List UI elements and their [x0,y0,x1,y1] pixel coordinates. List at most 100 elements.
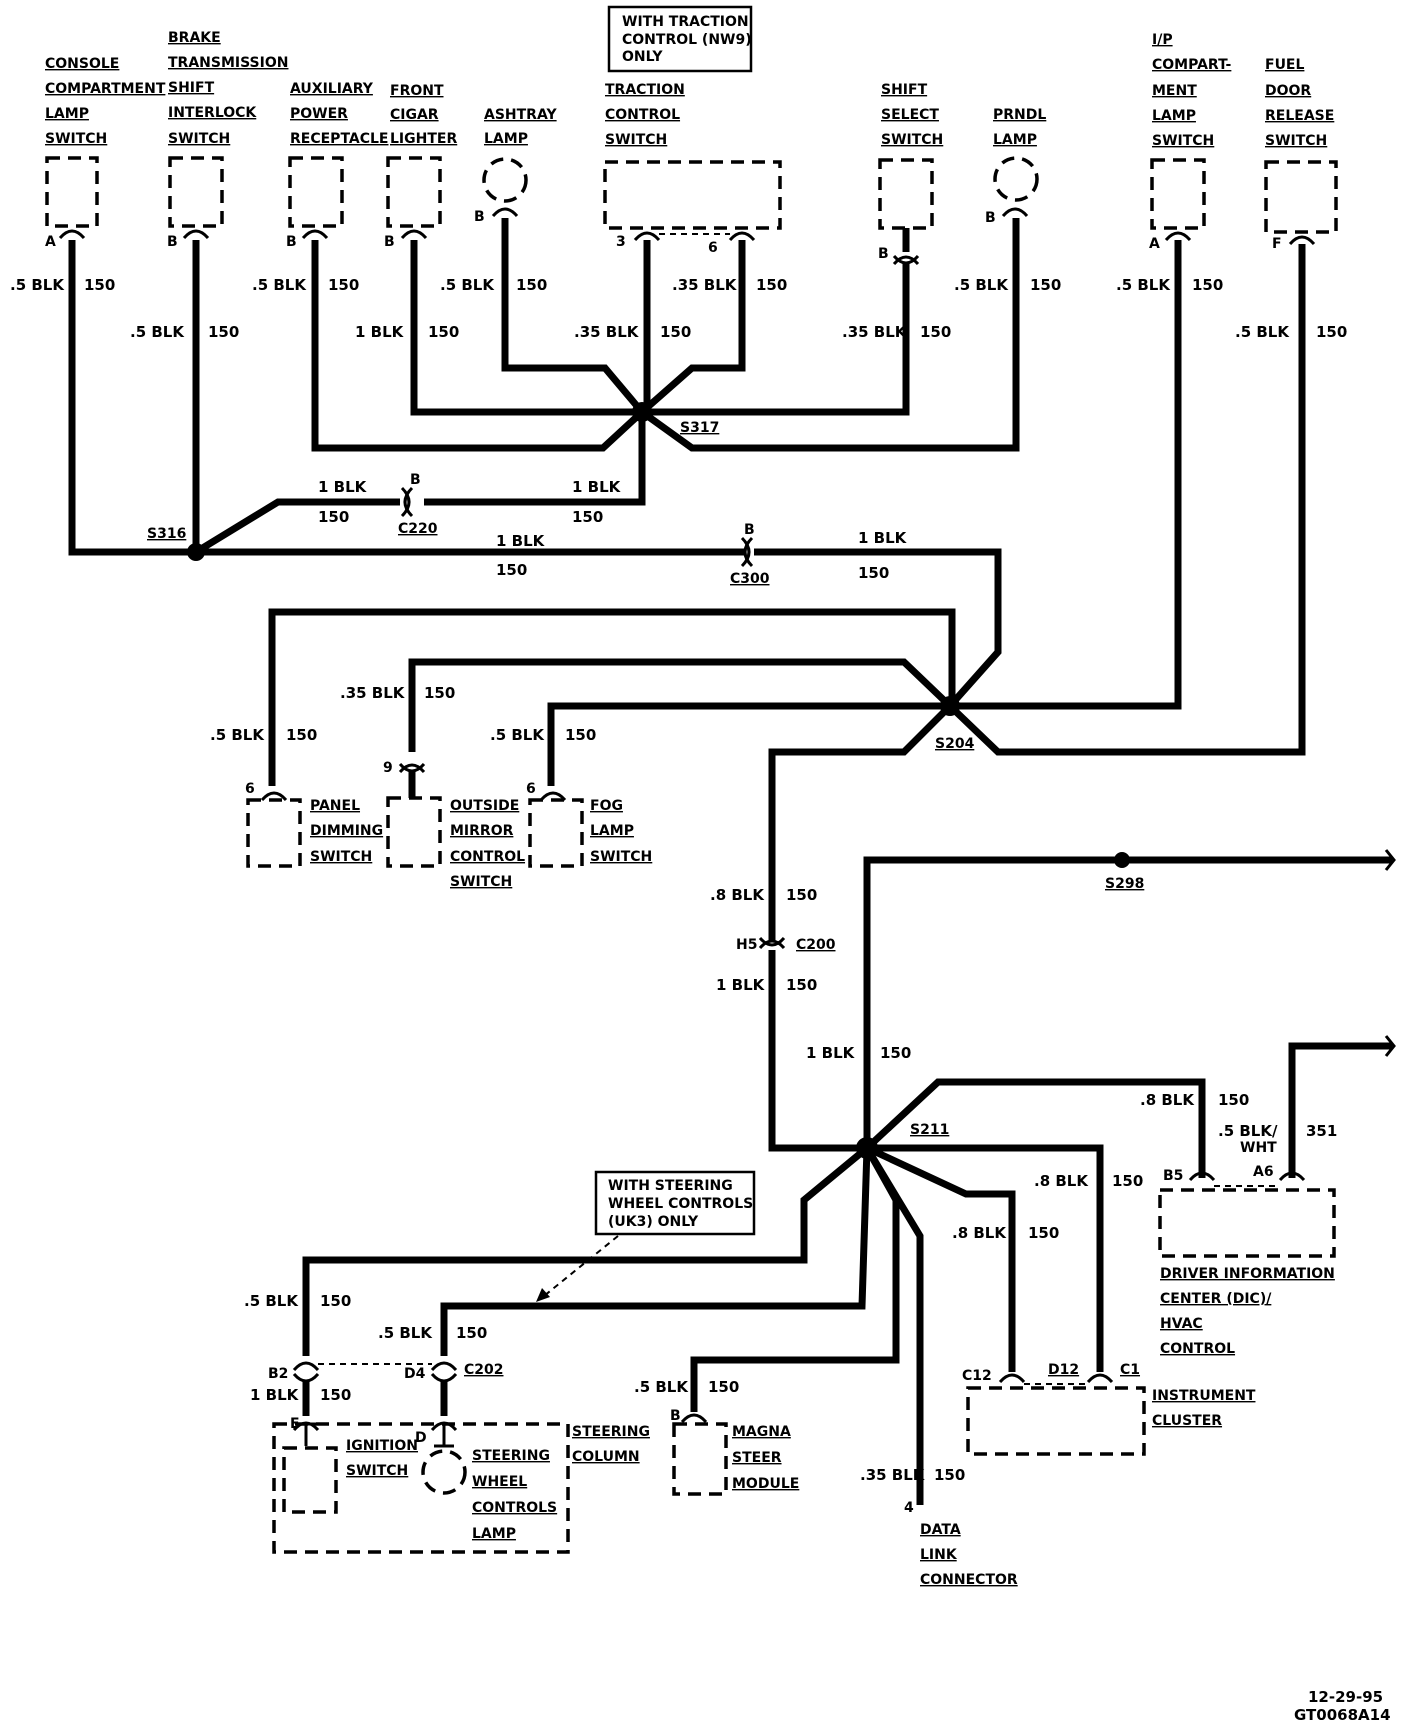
steering-controls-note: WITH STEERING WHEEL CONTROLS (UK3) ONLY [536,1170,756,1302]
svg-text:I/P: I/P [1152,32,1173,48]
data-link-connector: 4 DATA LINK CONNECTOR [904,1500,1018,1588]
svg-text:STEER: STEER [732,1450,782,1466]
svg-text:150: 150 [660,323,691,341]
svg-text:OUTSIDE: OUTSIDE [450,798,519,814]
svg-text:D4: D4 [404,1366,426,1382]
traction-control-switch: 3 6 [603,160,782,256]
prndl-lamp-label: PRNDL LAMP [993,107,1046,148]
svg-text:1 BLK: 1 BLK [806,1044,856,1062]
svg-text:150: 150 [565,726,596,744]
wire-shift-select-to-s317: .35 BLK 150 [642,264,951,416]
svg-text:H5: H5 [736,937,757,953]
shift-select-switch: B [878,158,934,266]
svg-text:LAMP: LAMP [1152,108,1196,124]
svg-text:150: 150 [708,1378,739,1396]
svg-text:INTERLOCK: INTERLOCK [168,105,257,121]
svg-text:CONNECTOR: CONNECTOR [920,1572,1018,1588]
svg-text:S211: S211 [910,1122,949,1138]
wire-tcs-pin3-to-s317: .35 BLK 150 [574,240,691,412]
auxiliary-power-receptacle-label: AUXILIARY POWER RECEPTACLE [290,81,389,147]
svg-text:.5 BLK: .5 BLK [954,276,1009,294]
svg-text:C12: C12 [962,1368,992,1384]
svg-text:WHEEL CONTROLS: WHEEL CONTROLS [608,1196,753,1212]
svg-text:3: 3 [616,234,626,250]
svg-text:.5 BLK: .5 BLK [252,276,307,294]
svg-text:150: 150 [756,276,787,294]
svg-text:FRONT: FRONT [390,83,444,99]
svg-text:C200: C200 [796,937,836,953]
svg-text:150: 150 [1192,276,1223,294]
svg-text:SWITCH: SWITCH [1152,133,1214,149]
svg-text:DIMMING: DIMMING [310,823,383,839]
svg-text:CONTROL: CONTROL [1160,1341,1235,1357]
svg-text:150: 150 [880,1044,911,1062]
bts-interlock-switch: B [167,156,224,250]
svg-text:.5 BLK: .5 BLK [490,726,545,744]
svg-text:CONTROL: CONTROL [450,849,525,865]
svg-text:.35 BLK: .35 BLK [842,323,908,341]
svg-text:C220: C220 [398,521,438,537]
svg-text:6: 6 [526,781,536,797]
outside-mirror-control-switch: 9 OUTSIDE MIRROR CONTROL SWITCH [383,760,525,890]
svg-text:SWITCH: SWITCH [590,849,652,865]
svg-text:LIGHTER: LIGHTER [390,131,457,147]
svg-text:LAMP: LAMP [472,1526,516,1542]
svg-text:A: A [1149,236,1160,252]
svg-text:150: 150 [786,976,817,994]
svg-text:HVAC: HVAC [1160,1316,1203,1332]
svg-text:CENTER (DIC)/: CENTER (DIC)/ [1160,1291,1272,1307]
svg-text:150: 150 [786,886,817,904]
svg-text:E: E [290,1416,300,1432]
svg-text:.8 BLK: .8 BLK [1034,1172,1089,1190]
wire-c200-to-s211: 1 BLK 150 [716,950,867,1152]
svg-text:F: F [1272,236,1282,252]
svg-text:SWITCH: SWITCH [346,1463,408,1479]
svg-text:B: B [985,210,996,226]
wire-console-to-s316: .5 BLK 150 [10,240,195,556]
svg-text:12-29-95: 12-29-95 [1308,1688,1383,1706]
splice-s211: S211 [856,1122,949,1159]
splice-s204: S204 [935,696,975,752]
wire-c300-to-s204: 1 BLK 150 [754,529,1002,709]
svg-text:4: 4 [904,1500,914,1516]
shift-select-switch-label: SHIFT SELECT SWITCH [881,82,943,148]
wire-dimming-to-s204: .5 BLK 150 [210,608,956,786]
wire-mirror-to-s204: .35 BLK 150 [340,658,953,752]
svg-text:COMPARTMENT: COMPARTMENT [45,81,166,97]
prndl-lamp: B [985,156,1039,226]
svg-text:A: A [45,234,56,250]
ashtray-lamp: B [474,157,528,225]
svg-text:A6: A6 [1253,1164,1274,1180]
svg-text:COLUMN: COLUMN [572,1449,640,1465]
svg-text:150: 150 [286,726,317,744]
steering-wheel-controls-lamp: D STEERING WHEEL CONTROLS LAMP [415,1421,557,1542]
svg-text:.8 BLK: .8 BLK [710,886,765,904]
svg-text:1 BLK: 1 BLK [250,1386,300,1404]
svg-text:.35 BLK: .35 BLK [672,276,738,294]
svg-text:DRIVER INFORMATION: DRIVER INFORMATION [1160,1266,1335,1282]
wire-ashtray-to-s317: .5 BLK 150 [440,218,645,415]
svg-text:SWITCH: SWITCH [310,849,372,865]
svg-text:6: 6 [245,781,255,797]
svg-text:LAMP: LAMP [45,106,89,122]
svg-text:C202: C202 [464,1362,504,1378]
svg-text:.5 BLK/: .5 BLK/ [1218,1122,1278,1140]
svg-text:150: 150 [456,1324,487,1342]
wire-s211-to-ignition: .5 BLK 150 [244,1145,870,1356]
wire-fuel-door-to-s204: .5 BLK 150 [947,244,1347,756]
svg-text:POWER: POWER [290,106,348,122]
svg-text:150: 150 [920,323,951,341]
connector-c300: B C300 [730,522,770,587]
svg-text:150: 150 [424,684,455,702]
svg-text:(UK3) ONLY: (UK3) ONLY [608,1214,699,1230]
svg-text:PRNDL: PRNDL [993,107,1046,123]
svg-text:SWITCH: SWITCH [450,874,512,890]
wire-s211-to-swc-lamp: .5 BLK 150 [378,1147,871,1356]
svg-text:.35 BLK: .35 BLK [860,1466,926,1484]
traction-control-switch-label: TRACTION CONTROL SWITCH [605,82,685,148]
wire-c202-to-ignition: 1 BLK 150 [250,1382,351,1416]
svg-text:150: 150 [428,323,459,341]
wire-s316-to-c300: 1 BLK 150 [196,532,744,579]
svg-text:CLUSTER: CLUSTER [1152,1413,1222,1429]
svg-text:ASHTRAY: ASHTRAY [484,107,557,123]
